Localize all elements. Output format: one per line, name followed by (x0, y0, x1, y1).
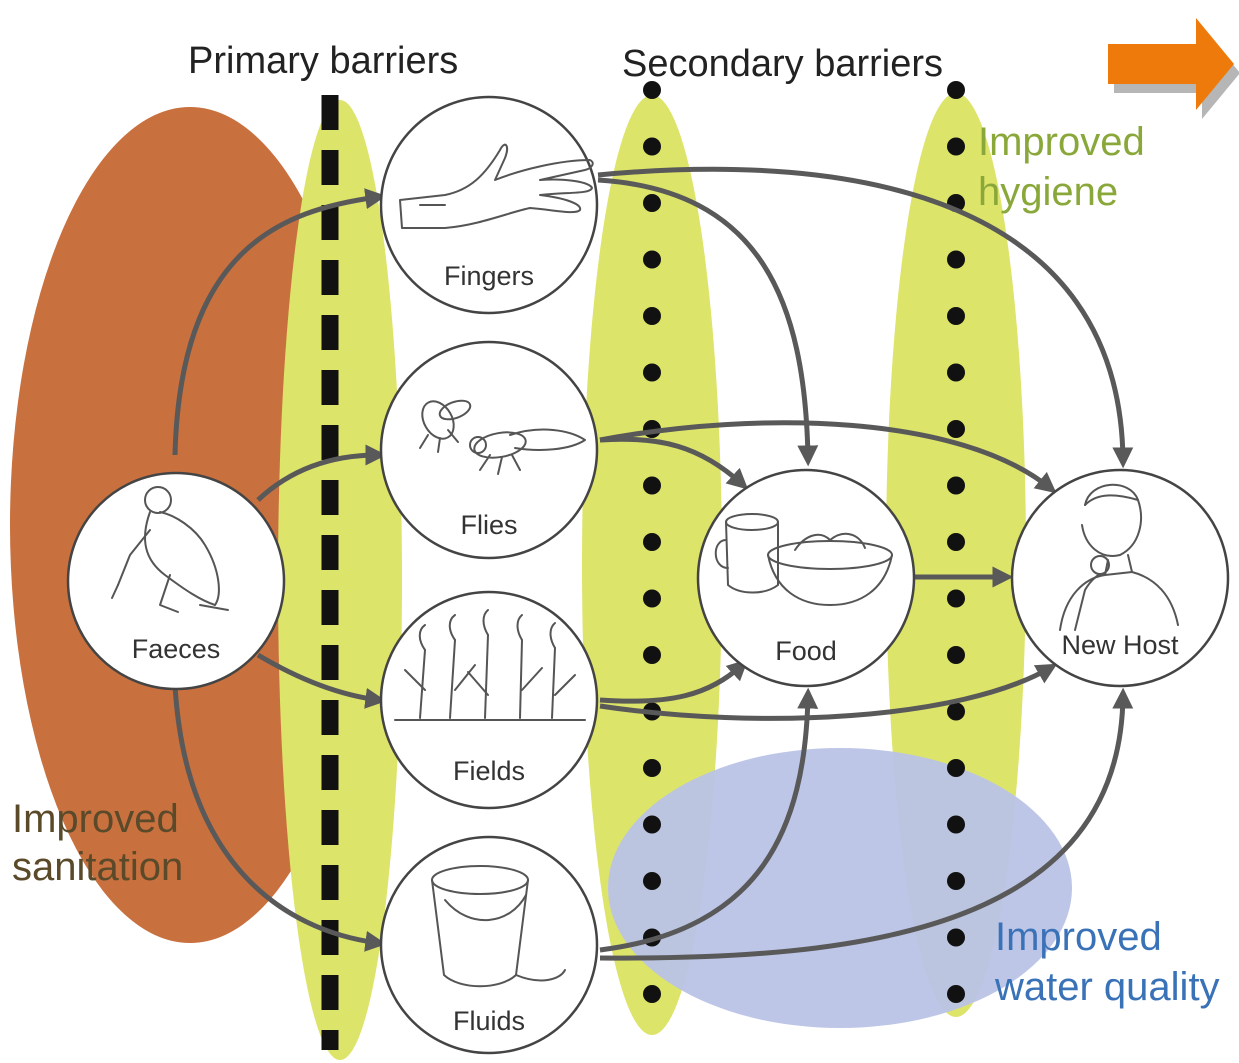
arrow-flies-food (599, 436, 749, 490)
barrier-dot (947, 137, 965, 156)
food-label: Food (775, 636, 837, 666)
food-node: Food (696, 468, 916, 688)
fingers-label: Fingers (444, 261, 534, 291)
arrow-fingers-newhost (597, 166, 1134, 469)
barrier-dot (643, 194, 661, 212)
fingers-node: Fingers (379, 95, 599, 315)
barrier-dot (643, 985, 661, 1003)
barrier-dot (947, 81, 965, 99)
fluids-node: Fluids (379, 835, 599, 1055)
arrow-flies-newhost (599, 420, 1057, 494)
barrier-dot (643, 307, 661, 325)
barrier-dot (643, 589, 661, 608)
secondary-barrier-line-2 (947, 81, 965, 1003)
barrier-dot (643, 137, 661, 156)
barrier-dot (643, 363, 661, 382)
barrier-dot (947, 250, 965, 269)
barrier-dot (643, 250, 661, 269)
new-host-node: New Host (1010, 468, 1230, 688)
mug-and-bowl-icon (714, 513, 893, 606)
arrow-fields-newhost (599, 663, 1058, 721)
faeces-label: Faeces (132, 634, 221, 664)
barrier-dot (643, 476, 661, 495)
arrow-faeces-fingers (172, 188, 387, 456)
person-squatting-icon (111, 486, 229, 613)
arrow-faeces-fields (256, 652, 387, 709)
improved-water-quality-label: Improved water quality (994, 915, 1220, 1009)
barrier-dot (643, 533, 661, 551)
barrier-dot (947, 533, 965, 551)
barrier-dot (947, 420, 965, 438)
crops-icon (394, 609, 586, 721)
improved-hygiene-label: Improved hygiene (978, 120, 1156, 214)
bucket-icon (431, 865, 566, 988)
barrier-dot (643, 815, 661, 834)
faeces-node: Faeces (66, 471, 286, 691)
barrier-dot (947, 759, 965, 777)
barrier-dot (947, 815, 965, 834)
flies-label: Flies (460, 510, 517, 540)
flies-node: Flies (379, 340, 599, 560)
barrier-dot (643, 646, 661, 664)
new-host-label: New Host (1061, 630, 1179, 660)
secondary-barriers-header: Secondary barriers (622, 43, 943, 85)
primary-barrier-zone (278, 100, 402, 1060)
barrier-dot (947, 702, 965, 721)
transmission-arrows (172, 166, 1134, 961)
barrier-dot (947, 589, 965, 608)
improved-sanitation-label: Improved sanitation (12, 797, 190, 889)
fields-node: Fields (379, 590, 599, 810)
barrier-dot (947, 307, 965, 325)
barrier-dot (947, 363, 965, 382)
arrow-fluids-food (599, 687, 819, 953)
arrow-faeces-fluids (172, 684, 387, 952)
arrow-fluids-newhost (599, 687, 1134, 961)
hand-icon (399, 143, 594, 229)
flies-icon (419, 399, 586, 475)
fluids-label: Fluids (453, 1006, 525, 1036)
barrier-dot (947, 872, 965, 890)
arrow-faeces-flies (256, 444, 387, 502)
secondary-barrier-line-1 (643, 81, 661, 1003)
arrow-fields-food (599, 659, 749, 704)
barrier-dot (947, 476, 965, 495)
barrier-dot (947, 985, 965, 1003)
primary-barriers-header: Primary barriers (188, 40, 458, 82)
barrier-dot (643, 872, 661, 890)
person-eating-icon (1059, 483, 1179, 631)
arrow-fingers-food (597, 177, 819, 467)
barrier-dot (643, 81, 661, 99)
orange-arrow-icon (1108, 18, 1239, 119)
barrier-dot (643, 759, 661, 777)
barrier-dot (947, 646, 965, 664)
barrier-dot (947, 928, 965, 947)
fields-label: Fields (453, 756, 525, 786)
